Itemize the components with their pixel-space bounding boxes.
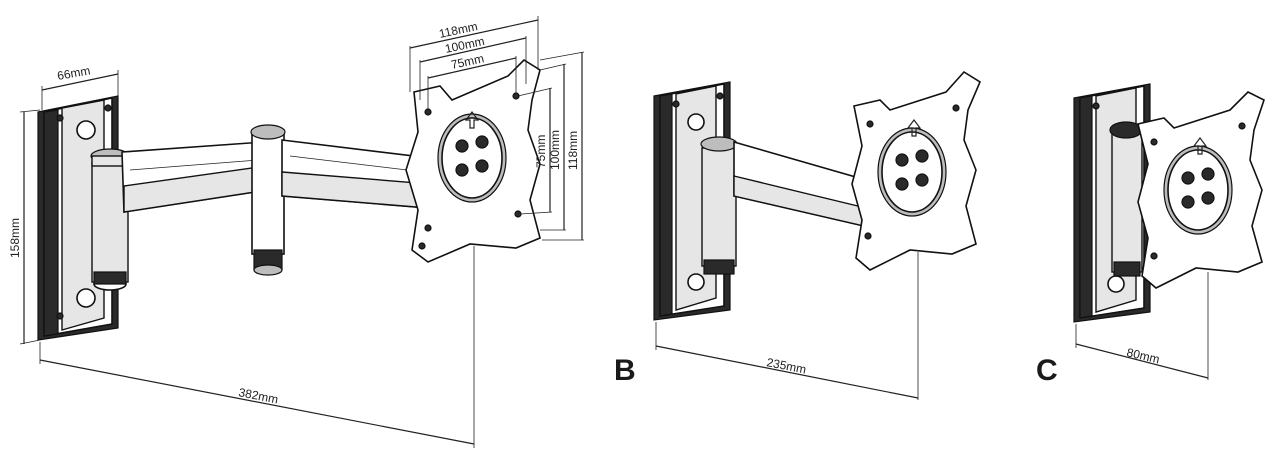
pivot-column-c	[1109, 121, 1143, 277]
dim-plate-width: 66mm	[41, 63, 119, 110]
dim-label-extension-a: 382mm	[237, 385, 279, 406]
vesa-plate-c	[1137, 91, 1265, 289]
dim-label-vesa-118-v: 118mm	[566, 131, 580, 170]
second-arm-a	[281, 139, 431, 209]
config-label-b: B	[614, 354, 636, 387]
dim-label-vesa-75-v: 75mm	[534, 135, 548, 168]
mount-config-a	[37, 58, 541, 341]
dim-label-extension-b: 235mm	[765, 355, 807, 376]
elbow-joint-a	[250, 124, 286, 276]
mount-config-b	[653, 70, 982, 321]
dim-label-plate-width: 66mm	[56, 63, 91, 83]
mount-config-c	[1073, 83, 1265, 323]
first-arm-a	[121, 141, 269, 213]
dim-vesa-vertical: 75mm 100mm 118mm	[517, 51, 585, 241]
dim-label-vesa-100-v: 100mm	[548, 130, 562, 170]
dim-label-vesa-75-h: 75mm	[450, 51, 486, 72]
vesa-plate-b	[851, 70, 982, 271]
dim-label-height: 158mm	[8, 218, 22, 258]
pivot-column-a	[90, 148, 130, 291]
vesa-plate-a	[405, 58, 541, 263]
dimension-annotations: 66mm 158mm 382mm 118mm 100mm	[8, 16, 1209, 448]
arm-b	[733, 140, 867, 227]
dim-height: 158mm	[8, 109, 41, 345]
dim-label-extension-c: 80mm	[1125, 345, 1161, 366]
pivot-column-b	[700, 136, 738, 275]
config-label-c: C	[1036, 354, 1058, 387]
